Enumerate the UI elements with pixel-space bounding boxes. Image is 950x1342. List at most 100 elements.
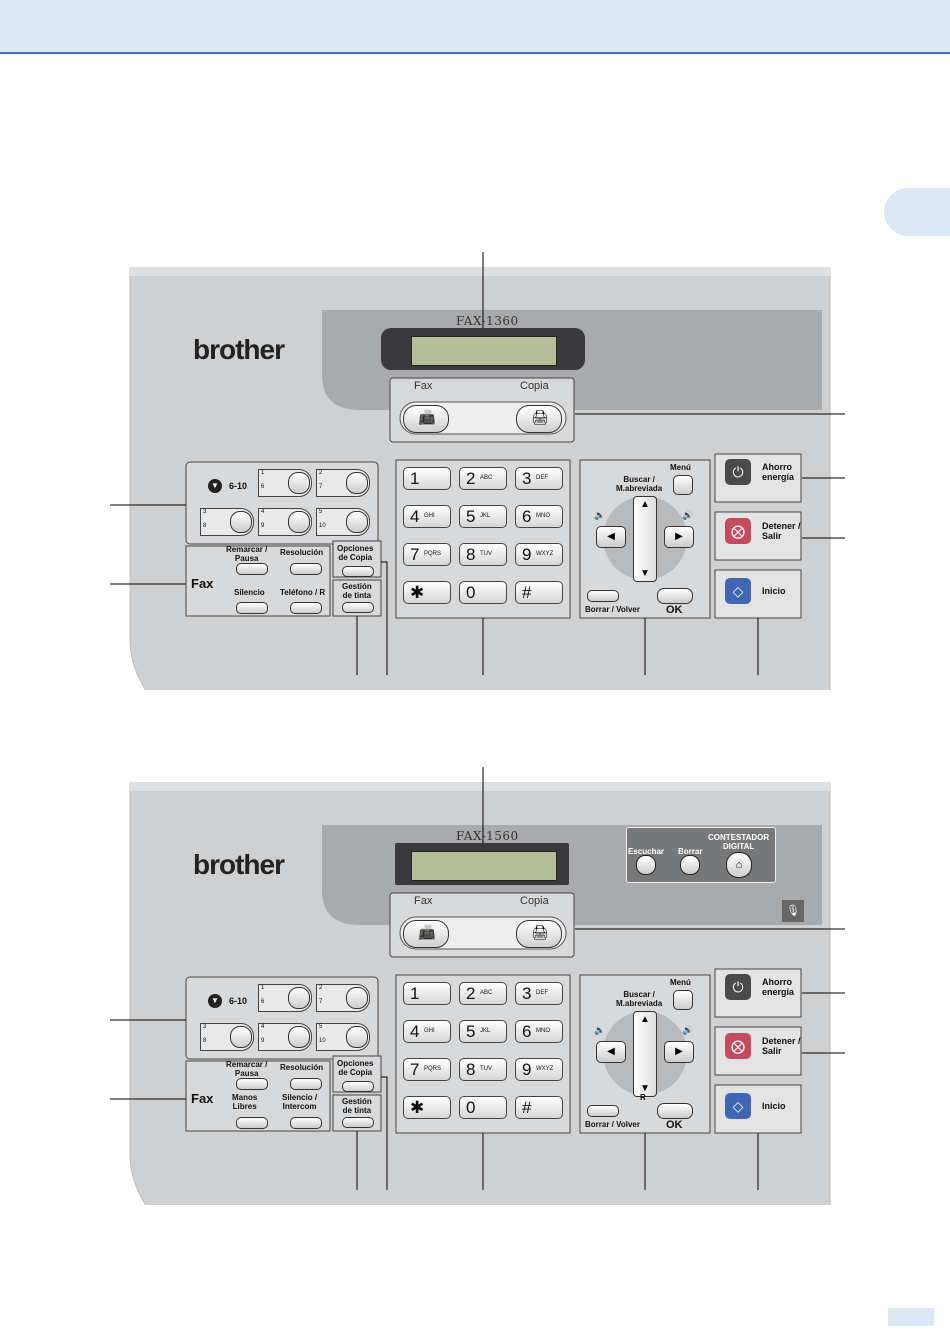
dial-key[interactable]: ✱ — [403, 581, 451, 604]
start-button[interactable]: ◇ — [725, 578, 751, 604]
power-save-button[interactable]: ⏻ — [725, 459, 751, 485]
volume-up-down-key[interactable]: ▲▼ — [633, 1011, 657, 1097]
dial-key[interactable]: 8 TUV — [459, 543, 507, 566]
copy-mode-button[interactable]: 🖨 — [516, 405, 562, 433]
volume-up-down-key[interactable]: ▲▼ — [633, 496, 657, 582]
arrow-up-icon: ▲ — [640, 1014, 650, 1025]
dial-key[interactable]: 0 — [459, 1096, 507, 1119]
clear-back-button[interactable] — [587, 590, 619, 602]
erase-button[interactable] — [680, 855, 700, 875]
right-arrow-button[interactable]: ▶ — [664, 526, 694, 548]
one-touch-number: 10 — [319, 1038, 326, 1044]
one-touch-button[interactable] — [288, 511, 310, 533]
ink-management-button[interactable] — [342, 1117, 374, 1128]
fax-function-button[interactable] — [290, 602, 322, 614]
one-touch-number: 6 — [261, 999, 265, 1005]
shift-icon[interactable]: ▼ — [208, 479, 222, 493]
ok-button[interactable] — [657, 588, 693, 604]
dial-key-digit: 0 — [466, 583, 476, 602]
dial-key[interactable]: 4 GHI — [403, 1020, 451, 1043]
dial-key-digit: 7 — [410, 545, 420, 564]
home-icon: ⌂ — [735, 859, 743, 871]
left-arrow-button[interactable]: ◀ — [596, 526, 626, 548]
one-touch-button[interactable] — [288, 472, 310, 494]
dial-key[interactable]: 5 JKL — [459, 1020, 507, 1043]
copy-mode-button[interactable]: 🖨 — [516, 920, 562, 948]
dial-key[interactable]: 9 WXYZ — [515, 1058, 563, 1081]
one-touch-key[interactable]: 1 6 — [258, 469, 312, 497]
left-arrow-button[interactable]: ◀ — [596, 1041, 626, 1063]
fax-function-button[interactable] — [290, 1078, 322, 1090]
copy-options-button[interactable] — [342, 1081, 374, 1092]
dial-key[interactable]: 8 TUV — [459, 1058, 507, 1081]
fax-function-button[interactable] — [290, 1117, 322, 1129]
dial-key[interactable]: 6 MNO — [515, 1020, 563, 1043]
dial-key[interactable]: # — [515, 581, 563, 604]
one-touch-key[interactable]: 2 7 — [316, 469, 370, 497]
stop-exit-button[interactable]: ⨂ — [725, 1033, 751, 1059]
dial-key[interactable]: 3 DEF — [515, 982, 563, 1005]
play-button[interactable] — [636, 855, 656, 875]
dial-key-letters: WXYZ — [536, 1066, 554, 1072]
dial-key[interactable]: 5 JKL — [459, 505, 507, 528]
dial-key[interactable]: 4 GHI — [403, 505, 451, 528]
dial-key[interactable]: ✱ — [403, 1096, 451, 1119]
dial-key[interactable]: 1 — [403, 982, 451, 1005]
fax-mode-label: Fax — [414, 895, 433, 907]
fax-function-button[interactable] — [236, 602, 268, 614]
ink-management-button[interactable] — [342, 602, 374, 613]
fax-function-button[interactable] — [236, 1117, 268, 1129]
dial-key[interactable]: 7 PQRS — [403, 1058, 451, 1081]
one-touch-key[interactable]: 2 7 — [316, 984, 370, 1012]
one-touch-button[interactable] — [288, 1026, 310, 1048]
shift-icon[interactable]: ▼ — [208, 994, 222, 1008]
clear-back-button[interactable] — [587, 1105, 619, 1117]
power-save-button[interactable]: ⏻ — [725, 974, 751, 1000]
one-touch-button[interactable] — [230, 1026, 252, 1048]
one-touch-button[interactable] — [346, 472, 368, 494]
fax-key-label: Manos Libres — [232, 1093, 258, 1111]
power-icon: ⏻ — [732, 979, 744, 995]
page-header-bar — [0, 0, 950, 54]
fax-function-button[interactable] — [236, 563, 268, 575]
dial-key[interactable]: 7 PQRS — [403, 543, 451, 566]
menu-button[interactable] — [673, 475, 693, 495]
dial-key[interactable]: 2 ABC — [459, 982, 507, 1005]
fax-function-button[interactable] — [236, 1078, 268, 1090]
one-touch-key[interactable]: 1 6 — [258, 984, 312, 1012]
copy-options-button[interactable] — [342, 566, 374, 577]
dial-key[interactable]: 9 WXYZ — [515, 543, 563, 566]
dial-key[interactable]: # — [515, 1096, 563, 1119]
one-touch-button[interactable] — [230, 511, 252, 533]
menu-button[interactable] — [673, 990, 693, 1010]
dial-key[interactable]: 0 — [459, 581, 507, 604]
fax-mode-button[interactable]: 📠 — [403, 405, 449, 433]
dial-key[interactable]: 3 DEF — [515, 467, 563, 490]
dial-key-digit: 2 — [466, 984, 476, 1003]
right-arrow-button[interactable]: ▶ — [664, 1041, 694, 1063]
dial-key-digit: 3 — [522, 984, 532, 1003]
one-touch-button[interactable] — [288, 987, 310, 1009]
fax-function-button[interactable] — [290, 563, 322, 575]
fax-mode-label: Fax — [414, 380, 433, 392]
start-button[interactable]: ◇ — [725, 1093, 751, 1119]
one-touch-key[interactable]: 4 9 — [258, 1023, 312, 1051]
tad-button[interactable]: ⌂ — [726, 852, 752, 878]
one-touch-number: 5 — [319, 509, 323, 515]
dial-key[interactable]: 2 ABC — [459, 467, 507, 490]
one-touch-button[interactable] — [346, 511, 368, 533]
fax-mode-button[interactable]: 📠 — [403, 920, 449, 948]
one-touch-key[interactable]: 3 8 — [200, 1023, 254, 1051]
dial-key[interactable]: 6 MNO — [515, 505, 563, 528]
one-touch-key[interactable]: 3 8 — [200, 508, 254, 536]
one-touch-key[interactable]: 5 10 — [316, 1023, 370, 1051]
one-touch-key[interactable]: 5 10 — [316, 508, 370, 536]
one-touch-button[interactable] — [346, 1026, 368, 1048]
one-touch-key[interactable]: 4 9 — [258, 508, 312, 536]
stop-exit-button[interactable]: ⨂ — [725, 518, 751, 544]
dial-key[interactable]: 1 — [403, 467, 451, 490]
one-touch-button[interactable] — [346, 987, 368, 1009]
ok-button[interactable] — [657, 1103, 693, 1119]
dial-key-letters: TUV — [480, 1066, 492, 1072]
